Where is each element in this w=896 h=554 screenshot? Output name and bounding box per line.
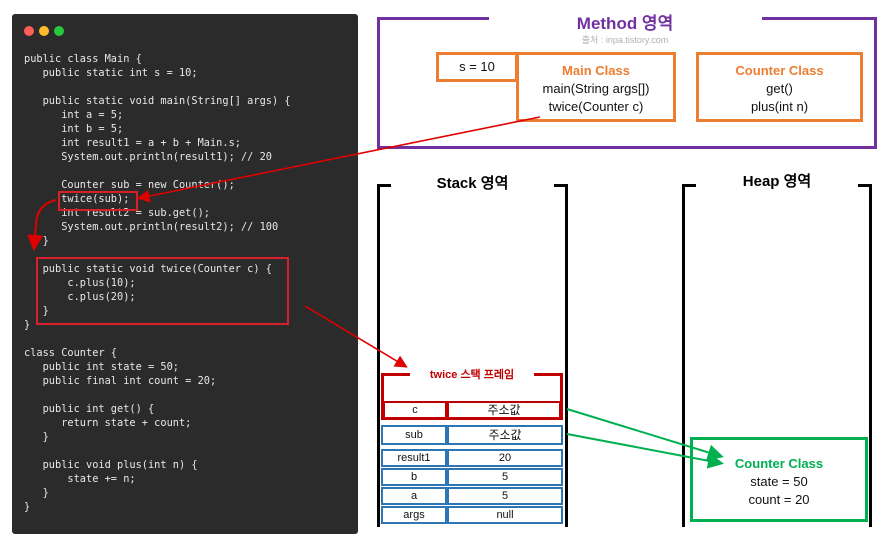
method-area-border-bottom (377, 146, 877, 149)
stack-var-name: result1 (381, 449, 447, 467)
method-area-border-top-left (377, 17, 489, 20)
code-editor-panel: public class Main { public static int s … (12, 14, 358, 534)
code-line: } (24, 487, 49, 499)
source-credit: 출처 : inpa.tistory.com (581, 35, 669, 45)
arrow-c-to-heap (566, 408, 724, 461)
heap-area-corner-left (682, 184, 696, 187)
heap-area-border-left (682, 184, 685, 527)
code-line: public static void twice(Counter c) { (24, 263, 272, 275)
arrow-sub-to-heap (566, 433, 724, 469)
stack-var-value: 5 (447, 487, 563, 505)
code-line: } (24, 431, 49, 443)
code-line: public int get() { (24, 403, 155, 415)
counter-object-box: Counter Class state = 50 count = 20 (690, 437, 868, 522)
stack-var-value: 20 (447, 449, 563, 467)
code-line: public class Main { (24, 53, 142, 65)
code-line: class Counter { (24, 347, 117, 359)
stack-var-name: b (381, 468, 447, 486)
code-line: System.out.println(result1); // 20 (24, 151, 272, 163)
method-area-title: Method 영역 (576, 14, 674, 33)
method-area-border-top-right (762, 17, 877, 20)
maximize-dot-icon (54, 26, 64, 36)
method-area-border-right (874, 17, 877, 149)
stack-var-value: 5 (447, 468, 563, 486)
stack-area-corner-left (377, 184, 391, 187)
stack-area-corner-right (554, 184, 568, 187)
plus-method: plus(int n) (750, 99, 809, 114)
arrow-method-to-stack-frame (304, 305, 408, 368)
counter-class-method-box: Counter Class get() plus(int n) (696, 52, 863, 122)
code-line: c.plus(10); (24, 277, 136, 289)
stack-var-name: sub (381, 425, 447, 445)
code-line: return state + count; (24, 417, 192, 429)
code-line: c.plus(20); (24, 291, 136, 303)
stack-area-border-right (565, 184, 568, 527)
main-class-box: Main Class main(String args[]) twice(Cou… (516, 52, 676, 122)
static-field-label: s = 10 (459, 59, 495, 74)
code-line: int b = 5; (24, 123, 124, 135)
heap-area-border-right (869, 184, 872, 527)
main-class-title: Main Class (562, 63, 630, 78)
code-line: } (24, 235, 49, 247)
stack-var-name: args (381, 506, 447, 524)
count-field: count = 20 (748, 492, 810, 507)
code-line: public static void main(String[] args) { (24, 95, 291, 107)
counter-class-title: Counter Class (735, 63, 824, 78)
state-field: state = 50 (750, 474, 808, 489)
close-dot-icon (24, 26, 34, 36)
twice-frame-value-c: 주소값 (447, 401, 561, 419)
code-line: public int state = 50; (24, 361, 179, 373)
code-line: } (24, 501, 31, 513)
heap-area-title: Heap 영역 (742, 173, 812, 190)
code-line: state += n; (24, 473, 136, 485)
stack-var-value: null (447, 506, 563, 524)
arrow-call-to-method (27, 199, 57, 251)
method-area-border-left (377, 17, 380, 149)
counter-object-title: Counter Class (734, 456, 824, 471)
code-line: public final int count = 20; (24, 375, 217, 387)
code-line: } (24, 319, 31, 331)
arrow-method-to-call (136, 116, 541, 203)
stack-area-border-left (377, 184, 380, 527)
code-line: public static int s = 10; (24, 67, 198, 79)
code-line: int a = 5; (24, 109, 124, 121)
heap-area-corner-right (858, 184, 872, 187)
twice-frame-title: twice 스택 프레임 (410, 366, 534, 382)
twice-frame-var-c: c (383, 401, 447, 419)
code-line: twice(sub); (24, 193, 130, 205)
code-line: int result1 = a + b + Main.s; (24, 137, 241, 149)
twice-method: twice(Counter c) (548, 99, 644, 114)
get-method: get() (766, 81, 793, 96)
code-line: System.out.println(result2); // 100 (24, 221, 279, 233)
main-method: main(String args[]) (542, 81, 650, 96)
code-line: public void plus(int n) { (24, 459, 198, 471)
stack-var-value: 주소값 (447, 425, 563, 445)
java-code-block: public class Main { public static int s … (24, 52, 291, 514)
twice-method-highlight (36, 257, 289, 325)
minimize-dot-icon (39, 26, 49, 36)
stack-var-name: a (381, 487, 447, 505)
code-line: } (24, 305, 49, 317)
stack-area-title: Stack 영역 (436, 175, 509, 192)
